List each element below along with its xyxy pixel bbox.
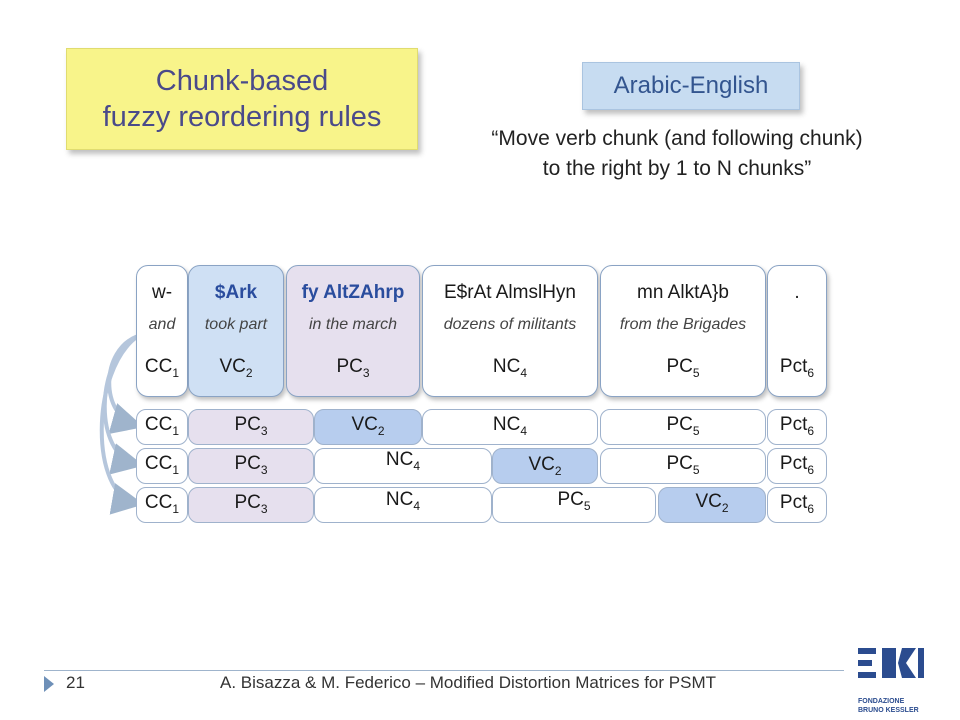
row3-pc3: PC3 (188, 487, 314, 523)
chunk-label: PC3 (336, 356, 370, 380)
quote-line-1: “Move verb chunk (and following chunk) (491, 127, 863, 150)
row2-nc4: NC4 (314, 448, 492, 484)
chunk-gloss: took part (204, 316, 268, 333)
title-line-1: Chunk-based (155, 65, 329, 97)
chunk-pc5: mn AlktA}b from the Brigades PC5 (600, 265, 766, 397)
row1-vc2: VC2 (314, 409, 422, 445)
row1-pct6: Pct6 (767, 409, 827, 445)
chunk-word: . (794, 282, 800, 303)
row2-pc3: PC3 (188, 448, 314, 484)
chunk-label: NC4 (492, 356, 528, 380)
chunk-label: Pct6 (779, 356, 815, 380)
chunk-vc2: $Ark took part VC2 (188, 265, 284, 397)
chunk-gloss: and (148, 316, 176, 333)
chunk-pct6: . Pct6 (767, 265, 827, 397)
chunk-word: fy AltZAhrp (301, 282, 405, 303)
chunk-word: w- (151, 282, 173, 303)
chunk-pc3: fy AltZAhrp in the march PC3 (286, 265, 420, 397)
row2-pct6: Pct6 (767, 448, 827, 484)
row3-pc5: PC5 (492, 487, 656, 523)
chunk-gloss: from the Brigades (619, 316, 747, 333)
title-line-2: fuzzy reordering rules (102, 101, 382, 133)
row1-pc5: PC5 (600, 409, 766, 445)
chunk-nc4: E$rAt AlmslHyn dozens of militants NC4 (422, 265, 598, 397)
chunk-cc1: w- and CC1 (136, 265, 188, 397)
chunk-gloss: dozens of militants (443, 316, 577, 333)
chunk-word: E$rAt AlmslHyn (444, 282, 576, 303)
row1-cc1: CC1 (136, 409, 188, 445)
row2-cc1: CC1 (136, 448, 188, 484)
fbk-logo: FONDAZIONE BRUNO KESSLER (858, 644, 928, 714)
row2-pc5: PC5 (600, 448, 766, 484)
language-pair-label: Arabic-English (582, 62, 800, 110)
row3-cc1: CC1 (136, 487, 188, 523)
row1-nc4: NC4 (422, 409, 598, 445)
row3-nc4: NC4 (314, 487, 492, 523)
row3-pct6: Pct6 (767, 487, 827, 523)
chunk-word: mn AlktA}b (637, 282, 729, 303)
rule-quote: “Move verb chunk (and following chunk) t… (432, 124, 922, 184)
footer-triangle-icon (44, 676, 54, 692)
quote-line-2: to the right by 1 to N chunks” (542, 157, 812, 180)
row1-pc3: PC3 (188, 409, 314, 445)
chunk-gloss: in the march (308, 316, 398, 333)
row3-vc2: VC2 (658, 487, 766, 523)
footer-divider (44, 670, 844, 671)
row2-vc2: VC2 (492, 448, 598, 484)
arrow-row-3 (99, 334, 144, 515)
chunk-label: PC5 (666, 356, 700, 380)
page-number: 21 (66, 673, 85, 692)
reorder-arrows (99, 334, 144, 515)
logo-caption: FONDAZIONE BRUNO KESSLER (858, 698, 919, 714)
fbk-logo-icon (858, 648, 924, 678)
chunk-label: VC2 (219, 356, 253, 380)
slide-title: Chunk-based fuzzy reordering rules (66, 48, 418, 150)
chunk-label: CC1 (144, 356, 180, 380)
chunk-word: $Ark (214, 282, 258, 303)
footer-citation: A. Bisazza & M. Federico – Modified Dist… (220, 673, 716, 692)
